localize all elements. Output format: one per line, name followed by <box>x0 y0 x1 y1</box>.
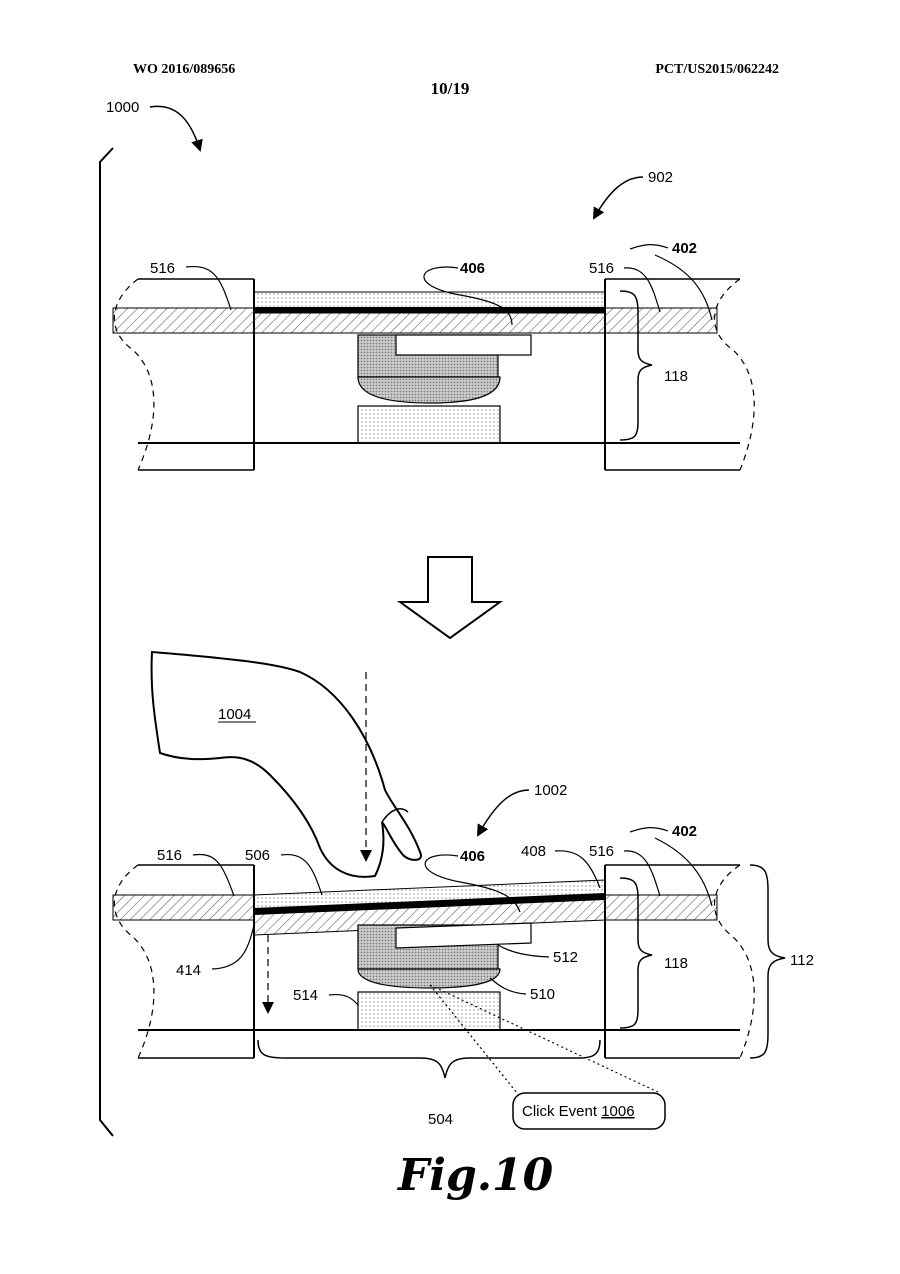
bottom-brace-112 <box>749 864 786 1059</box>
finger-label-1004: 1004 <box>218 706 251 723</box>
top-view-ref-label: 902 <box>648 169 673 186</box>
bottom-label-414: 414 <box>176 962 201 979</box>
bottom-label-512: 512 <box>553 949 578 966</box>
bottom-hatch-left <box>112 894 255 921</box>
bottom-label-516-right: 516 <box>589 843 614 860</box>
figure-bracket <box>99 147 114 1137</box>
figure-caption: Fig.10 <box>396 1150 554 1201</box>
application-number: PCT/US2015/062242 <box>655 62 779 77</box>
top-base-pad <box>357 405 501 444</box>
bottom-dome-510 <box>357 968 501 989</box>
publication-number: WO 2016/089656 <box>133 62 236 77</box>
bottom-switch-plate <box>395 922 532 949</box>
top-brace-118 <box>619 290 653 441</box>
figure-ref-leader <box>149 105 203 152</box>
top-hatch-middle <box>253 312 606 334</box>
bottom-base-pad-514 <box>357 991 501 1031</box>
bottom-brace-504 <box>257 1039 601 1079</box>
top-label-406: 406 <box>460 260 485 277</box>
sheet-number: 10/19 <box>430 79 470 98</box>
bottom-label-504: 504 <box>428 1111 453 1128</box>
bottom-view-ref-label: 1002 <box>534 782 567 799</box>
bottom-label-510: 510 <box>530 986 555 1003</box>
top-assembly: 902 <box>112 169 755 471</box>
top-label-516-left: 516 <box>150 260 175 277</box>
bottom-assembly: 1004 1002 <box>112 650 814 1130</box>
finger-1004 <box>150 650 422 878</box>
top-label-402: 402 <box>672 240 697 257</box>
top-sensor-layer-406 <box>254 307 605 313</box>
top-dome <box>357 376 501 404</box>
click-event-ref: 1006 <box>601 1103 634 1120</box>
top-hatch-left <box>112 307 255 334</box>
transition-arrow <box>396 556 504 640</box>
bottom-label-408: 408 <box>521 843 546 860</box>
top-label-516-right: 516 <box>589 260 614 277</box>
bottom-label-118: 118 <box>664 955 688 972</box>
click-event-label: Click Event 1006 <box>522 1103 635 1120</box>
bottom-label-112: 112 <box>790 952 814 969</box>
bottom-label-514: 514 <box>293 987 318 1004</box>
figure-ref-label: 1000 <box>106 99 139 116</box>
top-label-118: 118 <box>664 368 688 385</box>
bottom-hatch-right <box>604 894 718 921</box>
bottom-label-406: 406 <box>460 848 485 865</box>
bottom-sensor-layer-406 <box>254 893 605 915</box>
click-event-callout <box>512 1092 666 1130</box>
bottom-brace-118 <box>619 877 653 1029</box>
click-event-text: Click Event <box>522 1103 598 1120</box>
bottom-label-506: 506 <box>245 847 270 864</box>
top-surface-layer <box>253 291 606 309</box>
bottom-label-516-left: 516 <box>157 847 182 864</box>
top-switch-plate <box>395 334 532 356</box>
top-hatch-right <box>604 307 718 334</box>
bottom-label-402: 402 <box>672 823 697 840</box>
